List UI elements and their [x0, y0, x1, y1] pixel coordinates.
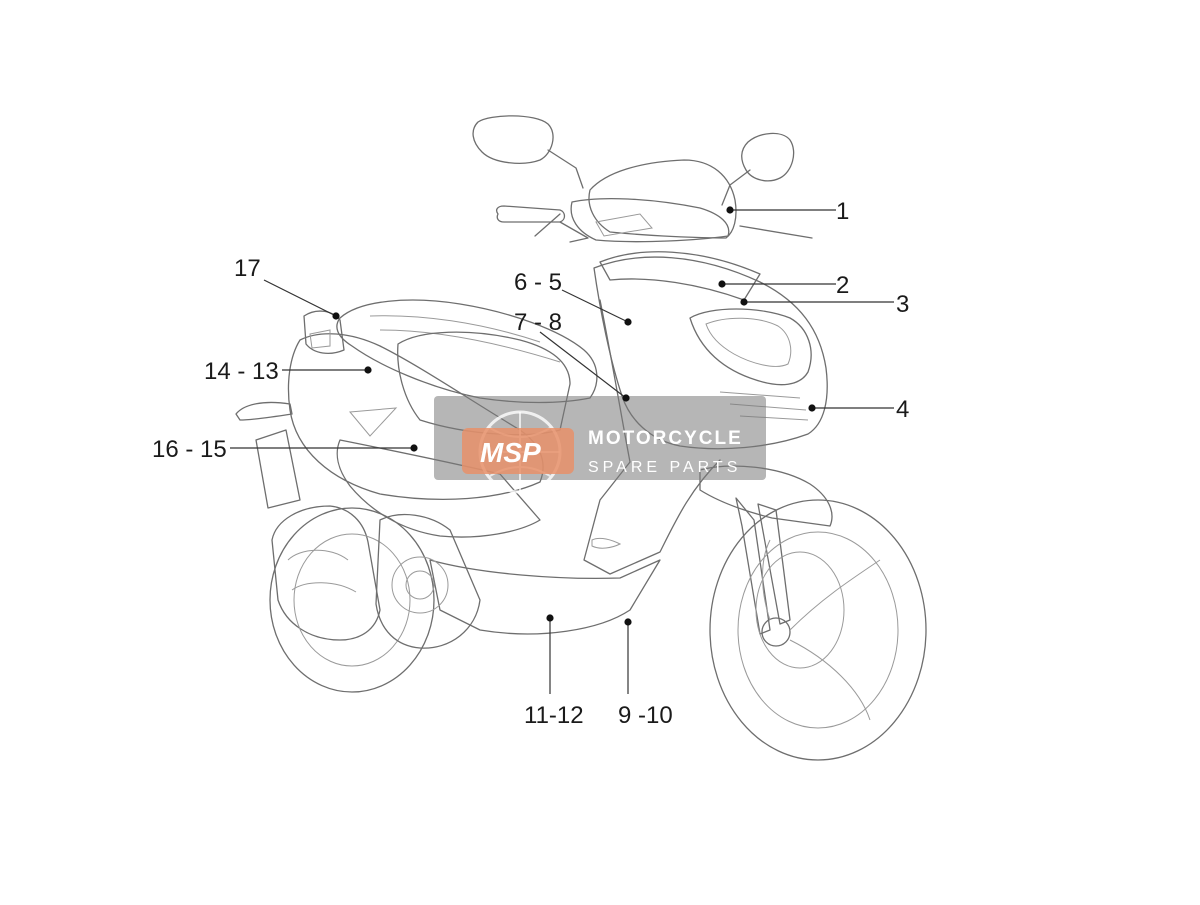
left-mirror — [472, 115, 554, 164]
callout-label-1: 1 — [836, 198, 849, 225]
exhaust-heat-shield — [287, 549, 357, 593]
seat-stitching — [369, 315, 561, 363]
floor-panel — [429, 559, 661, 635]
callout-label-14-13: 14 - 13 — [204, 358, 279, 385]
rear-side-panel — [287, 333, 544, 500]
callout-label-9-10: 9 -10 — [618, 702, 673, 729]
tail-section — [303, 310, 345, 355]
callout-dot-6-5 — [624, 318, 632, 326]
front-shield — [593, 256, 828, 450]
callout-dot-3 — [740, 298, 748, 306]
rear-turn-signal — [235, 401, 293, 421]
callout-labels: 1 2 3 4 6 - 5 7 - 8 17 14 - 13 16 - 15 1… — [152, 198, 909, 729]
headset-vent — [595, 213, 653, 237]
watermark-logo-text: MSP — [480, 437, 541, 468]
exhaust-muffler — [271, 505, 381, 641]
callout-dot-9-10 — [624, 618, 632, 626]
left-mirror-stem — [547, 149, 584, 189]
model-script-badge — [591, 537, 622, 549]
tail-light — [309, 329, 331, 349]
front-fork-right — [757, 503, 791, 625]
leader-17 — [263, 279, 337, 317]
upper-shield-panel — [599, 251, 761, 301]
callout-label-4: 4 — [896, 396, 909, 423]
callout-label-17: 17 — [234, 255, 261, 282]
windshield — [588, 159, 737, 239]
headlight-housing — [689, 308, 812, 386]
headlight-inner — [705, 317, 792, 367]
callout-label-16-15: 16 - 15 — [152, 436, 227, 463]
callout-dot-2 — [718, 280, 726, 288]
left-brake-lever — [534, 213, 589, 243]
callout-dot-16-15 — [410, 444, 418, 452]
right-brake-lever — [739, 225, 813, 239]
callout-dot-1 — [726, 206, 734, 214]
callout-label-2: 2 — [836, 272, 849, 299]
callout-dot-17 — [332, 312, 340, 320]
engine-fan-cover — [391, 556, 449, 614]
right-mirror — [741, 132, 795, 182]
watermark: MSP MOTORCYCLE SPARE PARTS — [434, 396, 766, 494]
leader-7-8 — [539, 331, 627, 399]
callout-dot-14-13 — [364, 366, 372, 374]
front-wheel-spokes — [762, 539, 881, 721]
engine-cvt-cover — [375, 513, 481, 649]
rear-tire — [269, 507, 435, 693]
watermark-title: MOTORCYCLE — [588, 428, 743, 449]
callout-dot-7-8 — [622, 394, 630, 402]
front-rim — [737, 531, 899, 729]
front-tire — [709, 499, 927, 761]
rear-rim — [293, 533, 411, 667]
callout-leaders — [230, 206, 894, 694]
right-mirror-stem — [721, 169, 751, 206]
engine-fan-inner — [405, 570, 435, 600]
leader-6-5 — [561, 289, 629, 323]
front-fork-left — [735, 497, 771, 635]
scooter-drawing — [235, 115, 927, 761]
front-hub — [761, 617, 791, 647]
side-panel-vent — [349, 407, 398, 437]
brake-disc — [755, 551, 845, 669]
left-grip — [496, 205, 566, 223]
headset-cover — [570, 198, 730, 243]
license-plate-holder — [255, 429, 301, 509]
watermark-logo-plate — [462, 428, 574, 474]
callout-dot-11-12 — [546, 614, 554, 622]
callout-label-11-12: 11-12 — [524, 702, 584, 729]
callout-dot-4 — [808, 404, 816, 412]
callout-label-7-8: 7 - 8 — [514, 309, 562, 336]
callout-label-3: 3 — [896, 291, 909, 318]
callout-label-6-5: 6 - 5 — [514, 269, 562, 296]
lower-side-panel — [336, 439, 541, 538]
leg-shield — [583, 299, 721, 575]
watermark-subtitle: SPARE PARTS — [588, 459, 741, 476]
